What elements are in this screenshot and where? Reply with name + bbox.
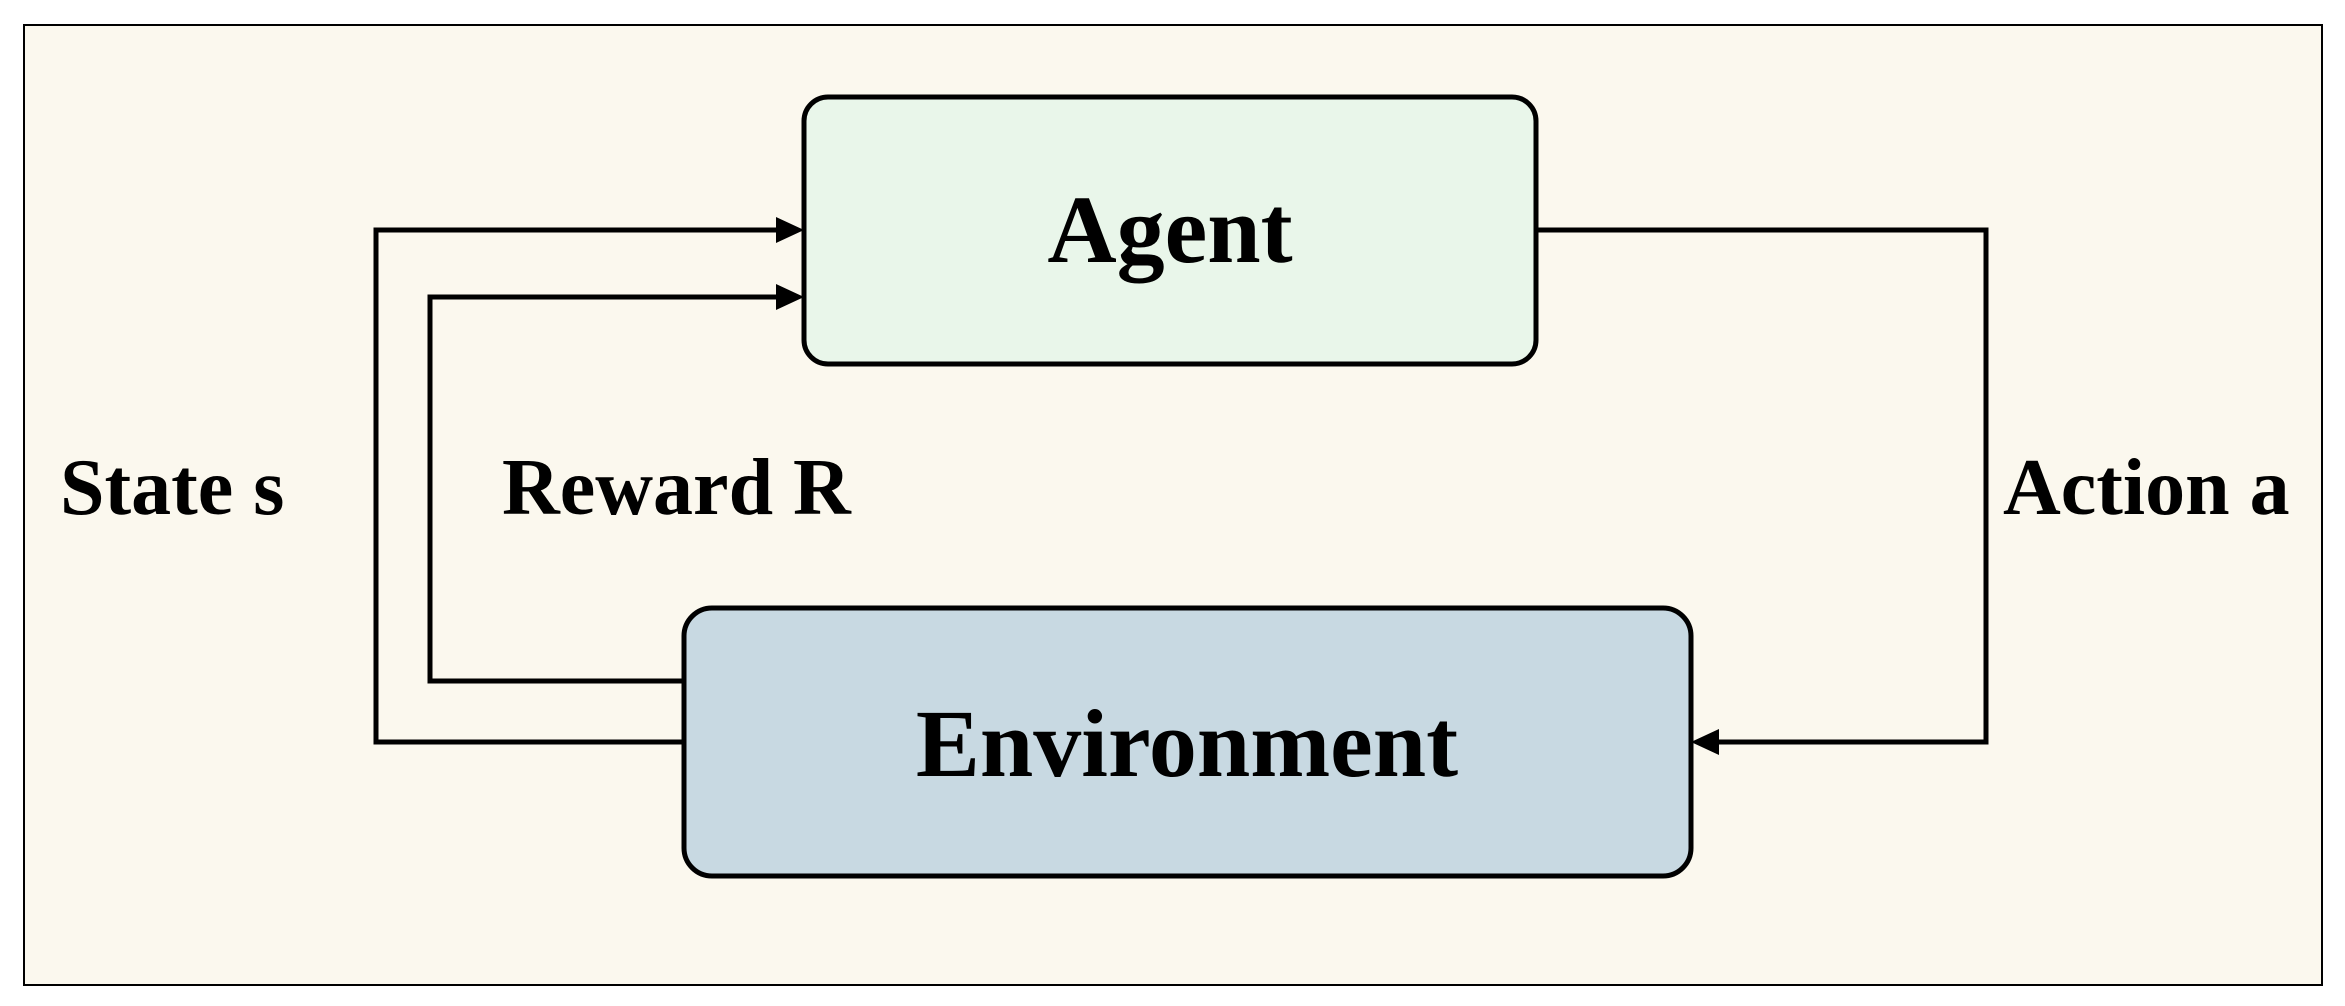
agent-label: Agent bbox=[1047, 176, 1292, 283]
reward-connector bbox=[427, 294, 780, 684]
state-connector bbox=[373, 227, 780, 745]
action-arrowhead bbox=[1691, 729, 1719, 755]
action-edge: Action a bbox=[1536, 227, 2290, 755]
reward-arrowhead bbox=[776, 284, 804, 310]
action-connector bbox=[1536, 227, 1989, 745]
action-label: Action a bbox=[2003, 444, 2290, 532]
reward-label: Reward R bbox=[502, 444, 852, 532]
environment-node: Environment bbox=[681, 605, 1694, 879]
state-edge: State s bbox=[60, 217, 804, 745]
state-arrowhead bbox=[776, 217, 804, 243]
state-label: State s bbox=[60, 444, 284, 532]
agent-node: Agent bbox=[801, 94, 1539, 367]
reward-edge: Reward R bbox=[427, 284, 852, 684]
environment-label: Environment bbox=[916, 690, 1458, 797]
